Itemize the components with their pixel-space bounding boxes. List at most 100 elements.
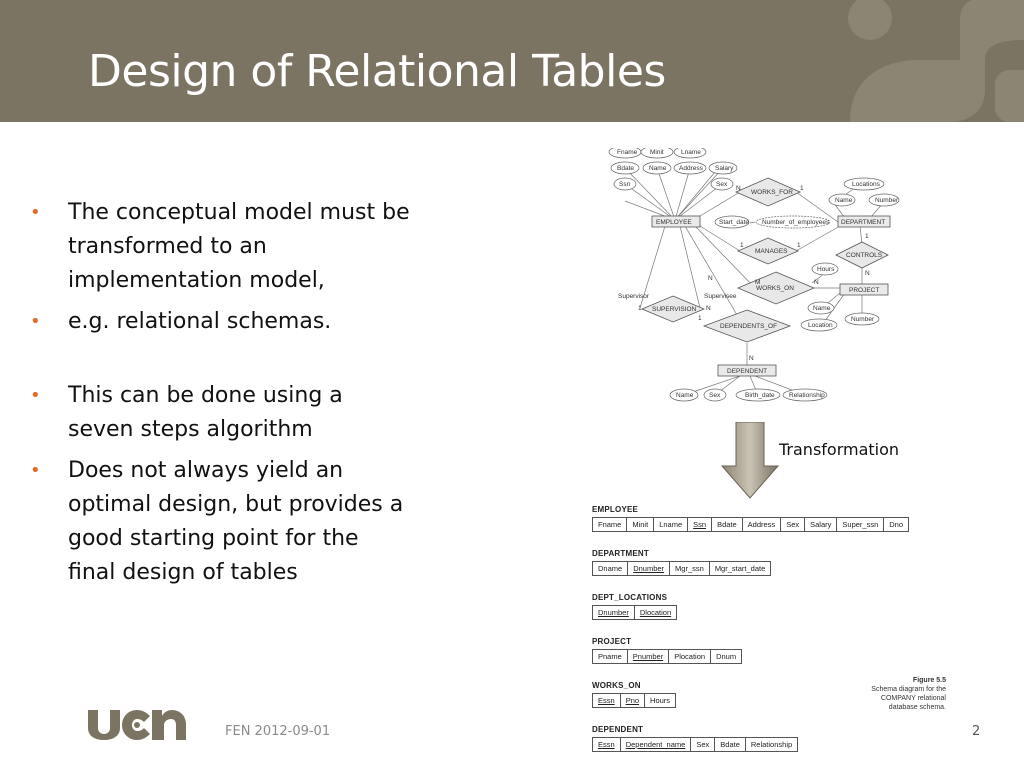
bullet-item: • The conceptual model must be transforme… [30, 196, 410, 298]
schema-column: Dnum [711, 649, 743, 664]
bullet-item: •This can be done using a seven steps al… [30, 379, 410, 447]
schema-table-name: EMPLOYEE [592, 505, 639, 514]
er-attr: Fname [617, 149, 638, 156]
er-cardinality: N [749, 355, 754, 362]
er-entity: EMPLOYEE [656, 219, 692, 226]
er-attr: Minit [650, 149, 664, 156]
er-relationship: CONTROLS [846, 252, 883, 259]
bullet-text: Does not always yield an optimal design,… [68, 458, 404, 585]
schema-table-columns: Dnumber Dlocation [592, 605, 947, 620]
er-cardinality: N [708, 275, 713, 282]
schema-column: Minit [627, 517, 655, 532]
er-attr: Address [679, 165, 704, 172]
er-cardinality: 1 [800, 185, 804, 192]
bullet-icon: • [30, 202, 41, 223]
schema-column: Fname [592, 517, 628, 532]
schema-column: Mgr_ssn [670, 561, 710, 576]
er-attr: Sex [709, 392, 721, 399]
schema-table: WORKS_ON Essn Pno Hours [592, 681, 947, 708]
bullet-text: This can be done using a seven steps alg… [68, 383, 343, 442]
schema-table: DEPT_LOCATIONS Dnumber Dlocation [592, 593, 947, 620]
schema-table-name: PROJECT [592, 637, 632, 646]
schema-table: DEPENDENT Essn Dependent_name Sex Bdate … [592, 725, 947, 752]
schema-column: Hours [645, 693, 677, 708]
transformation-label: Transformation [779, 440, 900, 459]
bullet-text: The conceptual model must be transformed… [68, 200, 410, 293]
bullet-icon: • [30, 311, 41, 332]
er-cardinality: N [814, 279, 819, 286]
er-attr: Name [649, 165, 667, 172]
er-attr: Locations [852, 181, 881, 188]
er-entity: DEPENDENT [727, 368, 767, 375]
logo-text: UCN [139, 715, 141, 717]
figure-caption-title: Figure 5.5 [912, 677, 946, 684]
er-attr: Relationship [789, 392, 825, 399]
schema-column: Dno [884, 517, 910, 532]
schema-table-columns: Dname Dnumber Mgr_ssn Mgr_start_date [592, 561, 947, 576]
er-attr: Location [808, 322, 833, 329]
bullet-text: e.g. relational schemas. [68, 309, 332, 334]
schema-column: Sex [691, 737, 716, 752]
schema-table: DEPARTMENT Dname Dnumber Mgr_ssn Mgr_sta… [592, 549, 947, 576]
er-role: Supervisor [618, 293, 650, 300]
schema-table-columns: Fname Minit Lname Ssn Bdate Address Sex … [592, 517, 947, 532]
er-entity: DEPARTMENT [841, 219, 885, 226]
schema-column-pk: Pnumber [627, 649, 670, 664]
schema-table-name: DEPT_LOCATIONS [592, 593, 668, 602]
er-cardinality: N [736, 185, 741, 192]
er-attr: Number [875, 197, 899, 204]
schema-column: Mgr_start_date [709, 561, 772, 576]
schema-column: Sex [781, 517, 806, 532]
er-attr: Lname [681, 149, 701, 156]
er-relationship: MANAGES [755, 248, 788, 255]
schema-column-pk: Dlocation [634, 605, 678, 620]
schema-table: PROJECT Pname Pnumber Plocation Dnum [592, 637, 947, 664]
er-cardinality: 1 [865, 233, 869, 240]
er-relationship: SUPERVISION [652, 306, 697, 313]
schema-column-pk: Pno [620, 693, 646, 708]
er-relationship: WORKS_FOR [751, 189, 793, 196]
er-attr: Number [851, 316, 875, 323]
schema-table: EMPLOYEE Fname Minit Lname Ssn Bdate Add… [592, 505, 947, 532]
schema-table-name: DEPARTMENT [592, 549, 649, 558]
er-attr: Birth_date [745, 392, 775, 399]
er-cardinality: M [755, 279, 760, 286]
er-diagram: Fname Minit Lname Bdate Name Address Sal… [608, 148, 900, 402]
schema-column: Bdate [712, 517, 743, 532]
er-cardinality: N [706, 305, 711, 312]
er-attr: Number_of_employees [762, 219, 830, 226]
slide-header: Design of Relational Tables [0, 0, 1024, 122]
figure-caption: Figure 5.5 Schema diagram for the COMPAN… [862, 676, 946, 712]
schema-column: Lname [654, 517, 689, 532]
figure-caption-text: Schema diagram for the COMPANY relationa… [871, 686, 946, 711]
slide-title: Design of Relational Tables [88, 46, 666, 97]
schema-column: Relationship [745, 737, 799, 752]
schema-table-name: WORKS_ON [592, 681, 641, 690]
schema-table-columns: Essn Dependent_name Sex Bdate Relationsh… [592, 737, 947, 752]
er-attr: Hours [817, 266, 835, 273]
er-attr: Name [813, 305, 831, 312]
bullet-icon: • [30, 460, 41, 481]
schema-column: Dname [592, 561, 629, 576]
ucn-logo: UCN [88, 710, 186, 740]
er-cardinality: 1 [698, 315, 702, 322]
schema-column: Salary [805, 517, 838, 532]
er-role: Supervisee [704, 293, 737, 300]
er-attr: Bdate [617, 165, 634, 172]
schema-column-pk: Essn [592, 737, 621, 752]
er-cardinality: N [865, 270, 870, 277]
schema-column: Super_ssn [837, 517, 885, 532]
bullet-item: • Does not always yield an optimal design… [30, 454, 410, 590]
er-attr: Name [676, 392, 694, 399]
er-attr: Salary [715, 165, 734, 172]
er-cardinality: 1 [638, 305, 642, 312]
schema-diagram: EMPLOYEE Fname Minit Lname Ssn Bdate Add… [592, 505, 947, 769]
bullet-item: • e.g. relational schemas. [30, 305, 410, 339]
bullet-list: • The conceptual model must be transforme… [30, 196, 410, 597]
schema-column: Address [742, 517, 782, 532]
schema-column-pk: Dependent_name [620, 737, 692, 752]
er-attr: Name [835, 197, 853, 204]
schema-table-name: DEPENDENT [592, 725, 644, 734]
schema-column-pk: Ssn [688, 517, 713, 532]
schema-column-pk: Essn [592, 693, 621, 708]
